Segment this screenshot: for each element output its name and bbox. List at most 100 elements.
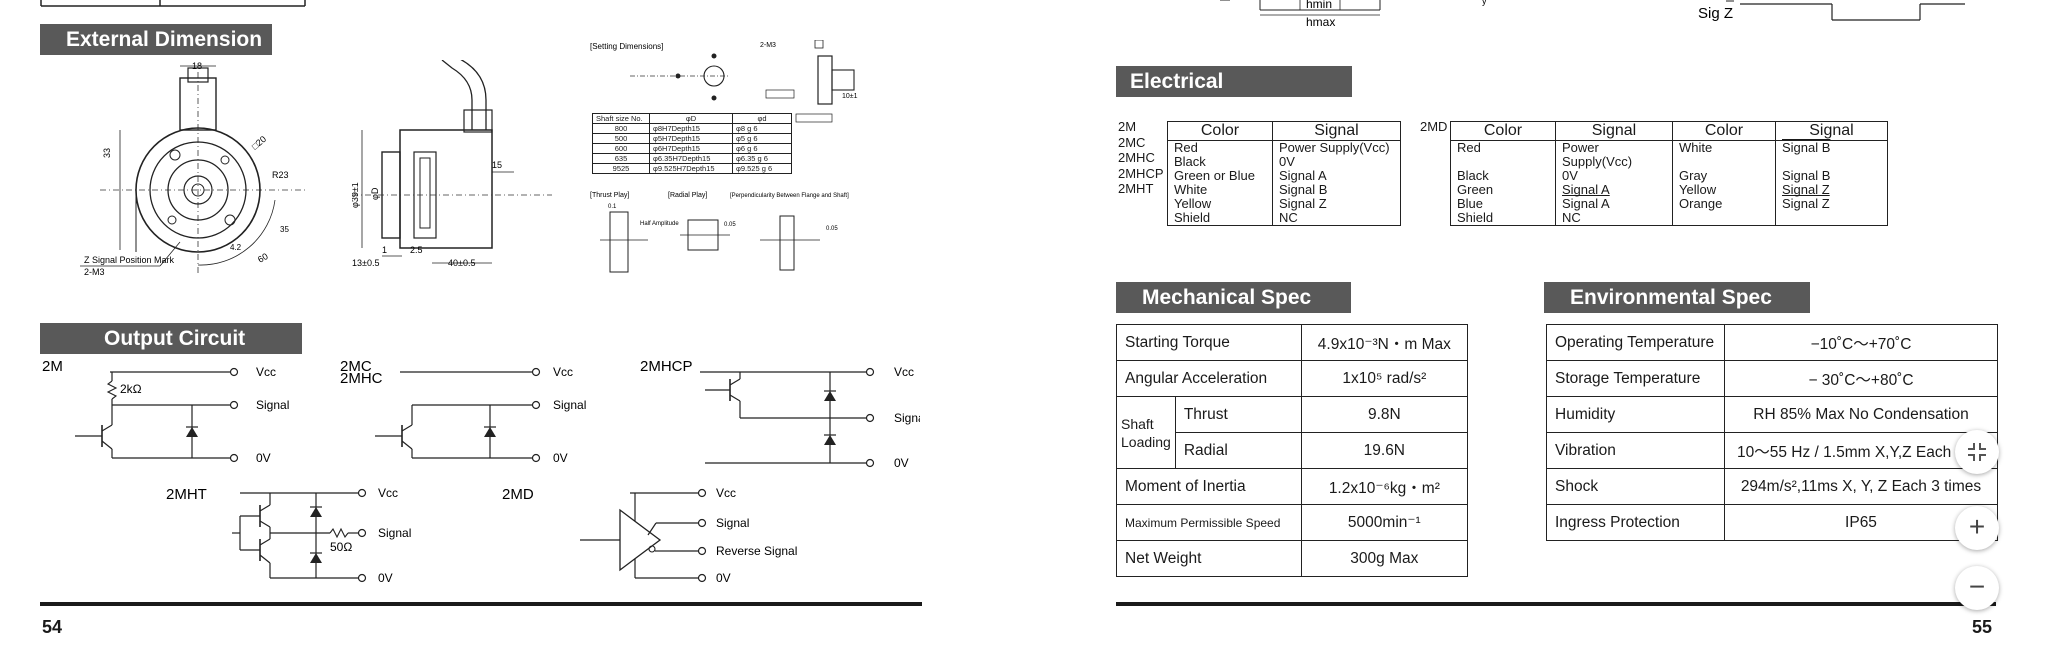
ec-model: 2MHCP — [1118, 165, 1164, 181]
ec-cell: Signal Z — [1272, 197, 1401, 211]
spec-value: 10〜55 Hz / 1.5mm X,Y,Z Each — [1724, 432, 1998, 469]
dim-phi-body-label: φ39±1 — [352, 182, 360, 208]
sd-cell: 500 — [592, 133, 650, 144]
encoder-side-view-drawing: φ39±1 φD 15 1 2.5 13±0.5 40±0.5 — [352, 60, 552, 268]
sd-cell: φ6.35H7Depth15 — [649, 153, 733, 164]
encoder-front-view-drawing: 18 33 □20 R23 60 4.2 35 Z Signal Positio… — [80, 61, 305, 277]
signal-label: Signal — [894, 411, 920, 425]
setting-dimensions-block: [Setting Dimensions] 2-M3 10±1 [Thrust P… — [590, 40, 870, 280]
collapse-arrows-icon — [1968, 443, 1986, 461]
svg-text:35: 35 — [280, 225, 289, 234]
sd-cell: φ9.525H7Depth15 — [649, 163, 733, 174]
ec-cell: Black — [1450, 169, 1556, 183]
shaft-loading-line2: Loading — [1121, 433, 1171, 450]
ec-model: 2MHC — [1118, 150, 1155, 165]
mechanical-spec-table: Starting Torque 4.9x10⁻³N・m Max Angular … — [1116, 324, 1469, 577]
sd-cell: 800 — [592, 123, 650, 134]
sd-cell: 635 — [592, 153, 650, 164]
spec-value: 5000min⁻¹ — [1300, 504, 1469, 541]
ec-cell: Gray — [1672, 169, 1776, 183]
sd-cell: 9525 — [592, 163, 650, 174]
ec-model: 2MC — [1118, 134, 1146, 150]
sd-cell: φ8H7Depth15 — [649, 123, 733, 134]
ec-header: Color — [1450, 121, 1556, 141]
zoom-out-button[interactable]: − — [1955, 566, 1999, 610]
ec-cell: Green or Blue — [1167, 169, 1273, 183]
ec-header: Signal — [1555, 121, 1673, 141]
sig-z-label: Sig Z — [1698, 5, 1733, 22]
spec-value: 4.9x10⁻³N・m Max — [1300, 324, 1469, 361]
ec-cell: Power Supply(Vcc) — [1272, 140, 1401, 155]
spec-label: Storage Temperature — [1546, 360, 1725, 397]
ec-cell: Blue — [1450, 197, 1556, 211]
sd-cell: 600 — [592, 143, 650, 154]
ec-header: Signal — [1272, 121, 1401, 141]
environmental-spec-title: Environmental Spec — [1544, 282, 1810, 313]
spec-value: RH 85% Max No Condensation — [1724, 396, 1998, 433]
ec-model: 2M — [1118, 119, 1137, 134]
ec-cell: Signal A — [1555, 197, 1673, 211]
spec-label: Humidity — [1546, 396, 1725, 433]
spec-label: Radial — [1174, 432, 1302, 469]
spec-label: Ingress Protection — [1546, 504, 1725, 541]
perp-value-label: 0.05 — [826, 226, 838, 232]
vcc-label: Vcc — [894, 365, 914, 379]
zero-v-label: 0V — [894, 456, 909, 470]
ec-cell: Signal Z — [1775, 183, 1888, 197]
sd-header: φD — [649, 113, 733, 124]
signal-label: Signal — [378, 526, 411, 540]
resistor-50-label: 50Ω — [330, 540, 352, 554]
svg-text:y: y — [1482, 0, 1487, 6]
radial-value-label: 0.05 — [724, 222, 736, 228]
model-2m-label: 2M — [42, 358, 63, 375]
spec-label: Angular Acceleration — [1116, 360, 1302, 397]
model-2mht-label: 2MHT — [166, 486, 207, 503]
ec-cell: Signal A — [1555, 183, 1673, 197]
dim-phi-d-label: φD — [370, 187, 380, 200]
ec-cell: Signal A — [1272, 169, 1401, 183]
sd-cell: φ6 g 6 — [732, 143, 792, 154]
thrust-play-label: [Thrust Play] — [590, 192, 629, 199]
zoom-in-button[interactable]: + — [1955, 506, 1999, 550]
environmental-spec-table: Operating Temperature−10˚C〜+70˚C Storage… — [1546, 324, 1998, 541]
fit-page-button[interactable] — [1955, 430, 1999, 474]
spec-label: Vibration — [1546, 432, 1725, 469]
ec-cell: Red — [1167, 140, 1273, 155]
vcc-label: Vcc — [256, 365, 276, 379]
right-page-number: 55 — [1972, 617, 1993, 637]
ec-cell: White — [1672, 140, 1776, 169]
perpendicularity-label: [Perpendicularity Between Flange and Sha… — [730, 193, 849, 199]
ec-model-2md: 2MD — [1420, 119, 1448, 134]
spec-value: 9.8N — [1300, 396, 1469, 433]
ec-header: Color — [1167, 121, 1273, 141]
vcc-label: Vcc — [716, 486, 736, 500]
sd-header: φd — [732, 113, 792, 124]
zero-v-label: 0V — [256, 451, 271, 465]
dim-len-e-label: 2.5 — [410, 245, 423, 255]
ec-cell — [1672, 211, 1776, 226]
ec-cell: Signal B — [1272, 183, 1401, 197]
ec-model: 2MHT — [1118, 181, 1154, 196]
zero-v-label: 0V — [378, 571, 393, 585]
ec-cell — [1775, 211, 1888, 226]
sd-cell: φ6.35 g 6 — [732, 153, 792, 164]
signal-label: Signal — [256, 398, 289, 412]
ec-cell: Signal B — [1775, 140, 1888, 169]
dim-len-a-label: 15 — [492, 160, 502, 170]
mechanical-spec-title: Mechanical Spec — [1116, 282, 1351, 313]
sd-cell: φ9.525 g 6 — [732, 163, 792, 174]
sd-cell: φ5 g 6 — [732, 133, 792, 144]
sd-cell: φ5H7Depth15 — [649, 133, 733, 144]
dim-square-label: □20 — [250, 134, 268, 152]
shaft-loading-label: Shaft Loading — [1116, 396, 1176, 469]
bolt-label: 2-M3 — [84, 267, 105, 277]
model-2md-label: 2MD — [502, 486, 534, 503]
dim-len-d-label: 1 — [382, 245, 387, 255]
resistor-2k-label: 2kΩ — [120, 382, 142, 396]
spec-label: Starting Torque — [1116, 324, 1302, 361]
spec-value: − 30˚C〜+80˚C — [1724, 360, 1998, 397]
vcc-label: Vcc — [378, 486, 398, 500]
reverse-signal-label: Reverse Signal — [716, 544, 797, 558]
